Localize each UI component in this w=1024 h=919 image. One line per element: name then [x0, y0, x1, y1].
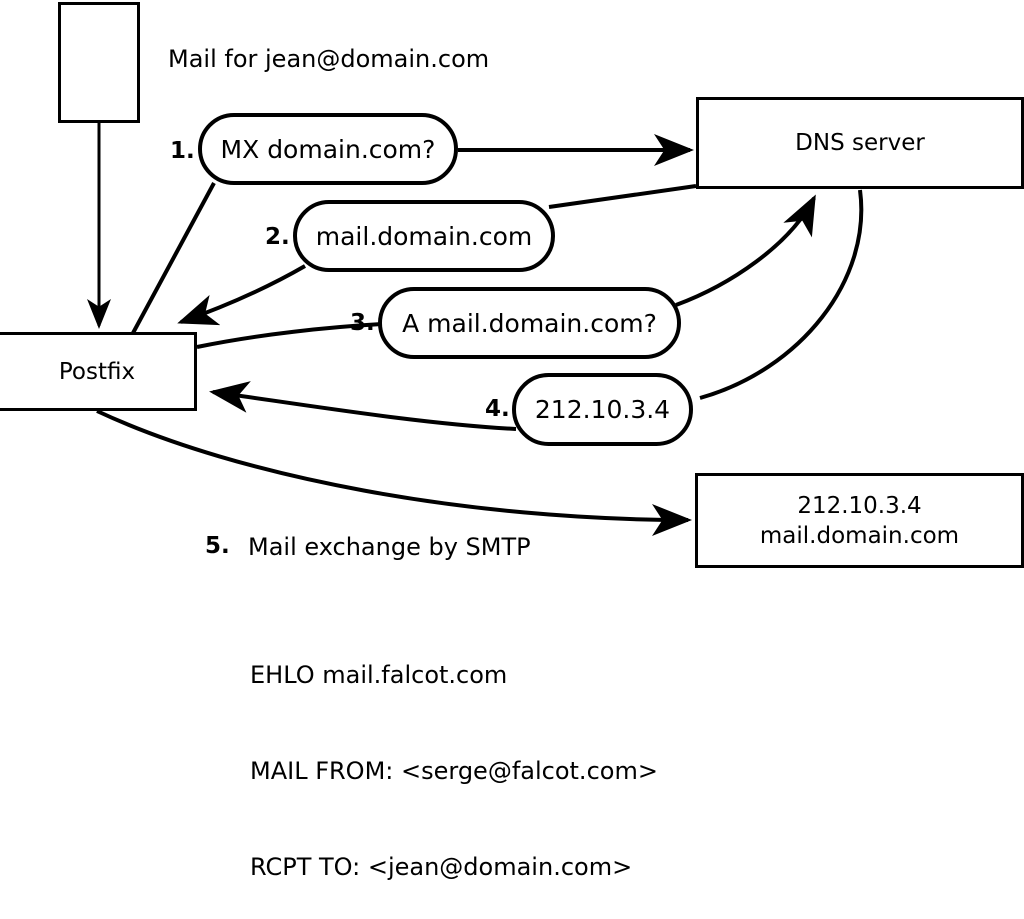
mail-server-hostname: mail.domain.com — [759, 522, 960, 549]
step-4-number: 4. — [485, 396, 510, 422]
transcript-line: MAIL FROM: <serge@falcot.com> — [250, 757, 658, 785]
step-5-number: 5. — [205, 533, 230, 559]
sender-box[interactable] — [58, 2, 140, 123]
smtp-transcript: EHLO mail.falcot.com MAIL FROM: <serge@f… — [250, 595, 658, 919]
step-4-bubble[interactable]: 212.10.3.4 — [512, 373, 693, 446]
step-1-number: 1. — [170, 138, 195, 164]
step-3-bubble[interactable]: A mail.domain.com? — [378, 287, 681, 359]
step-2-label: mail.domain.com — [315, 221, 533, 251]
mail-for-note: Mail for jean@domain.com — [168, 45, 490, 73]
connector-postfix-to-step3 — [196, 322, 384, 349]
mail-server-ip: 212.10.3.4 — [797, 492, 922, 519]
connector-postfix-to-step1 — [131, 182, 216, 334]
connector-dns-to-step2 — [548, 184, 697, 209]
step-2-bubble[interactable]: mail.domain.com — [293, 200, 555, 272]
step-1-label: MX domain.com? — [220, 134, 436, 164]
dns-server-label: DNS server — [795, 130, 925, 156]
connector-dns-to-step4 — [699, 189, 864, 400]
step-2-number: 2. — [265, 224, 290, 250]
step-4-label: 212.10.3.4 — [534, 395, 671, 424]
step-1-bubble[interactable]: MX domain.com? — [198, 113, 458, 185]
postfix-box[interactable]: Postfix — [0, 332, 197, 411]
transcript-line: RCPT TO: <jean@domain.com> — [250, 853, 633, 881]
arrow-step2-to-postfix — [177, 264, 307, 326]
arrow-step4-to-postfix — [209, 381, 517, 431]
arrow-postfix-to-mailserver — [96, 409, 692, 536]
step-3-label: A mail.domain.com? — [402, 308, 657, 338]
dns-server-box[interactable]: DNS server — [696, 97, 1024, 189]
mail-server-box[interactable]: 212.10.3.4 mail.domain.com — [695, 473, 1024, 568]
postfix-label: Postfix — [58, 358, 136, 385]
step-3-number: 3. — [350, 310, 375, 336]
step-5-label: Mail exchange by SMTP — [248, 533, 531, 561]
arrow-step3-to-dns — [675, 194, 816, 307]
transcript-line: EHLO mail.falcot.com — [250, 661, 508, 689]
